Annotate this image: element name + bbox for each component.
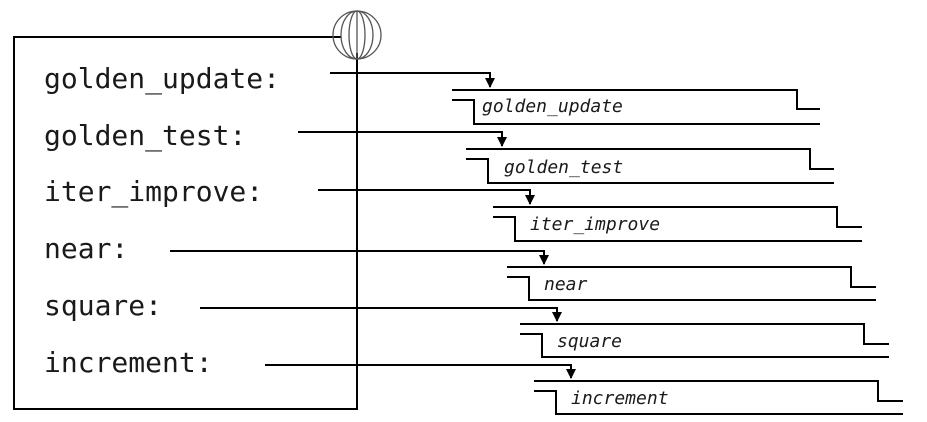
frame-box (13, 36, 358, 410)
binding-name-golden-test: golden_test: (44, 119, 246, 153)
function-label-iter-improve: iter_improve (530, 214, 660, 235)
function-label-golden-update: golden_update (482, 96, 623, 117)
function-label-near: near (544, 274, 588, 295)
function-label-golden-test: golden_test (504, 157, 623, 178)
binding-name-square: square: (44, 289, 162, 322)
function-object-iter-improve: iter_improve (493, 206, 862, 242)
pointer-arrow-iter-improve (318, 189, 535, 205)
function-object-increment: increment (534, 380, 903, 415)
pointer-arrow-increment (265, 364, 576, 379)
function-object-near: near (507, 266, 876, 301)
function-object-square: square (520, 323, 889, 358)
pointer-arrow-near (170, 250, 549, 265)
pointer-arrow-golden-update (330, 72, 495, 88)
globe-icon (332, 10, 382, 60)
function-object-golden-update: golden_update (452, 89, 820, 125)
pointer-arrow-golden-test (298, 131, 507, 147)
binding-name-increment: increment: (44, 346, 213, 379)
function-object-golden-test: golden_test (466, 148, 834, 184)
pointer-arrow-square (200, 307, 562, 322)
function-label-increment: increment (571, 388, 669, 409)
binding-name-iter-improve: iter_improve: (44, 175, 263, 209)
function-label-square: square (557, 331, 622, 352)
binding-name-near: near: (44, 232, 128, 265)
binding-name-golden-update: golden_update: (44, 62, 280, 96)
